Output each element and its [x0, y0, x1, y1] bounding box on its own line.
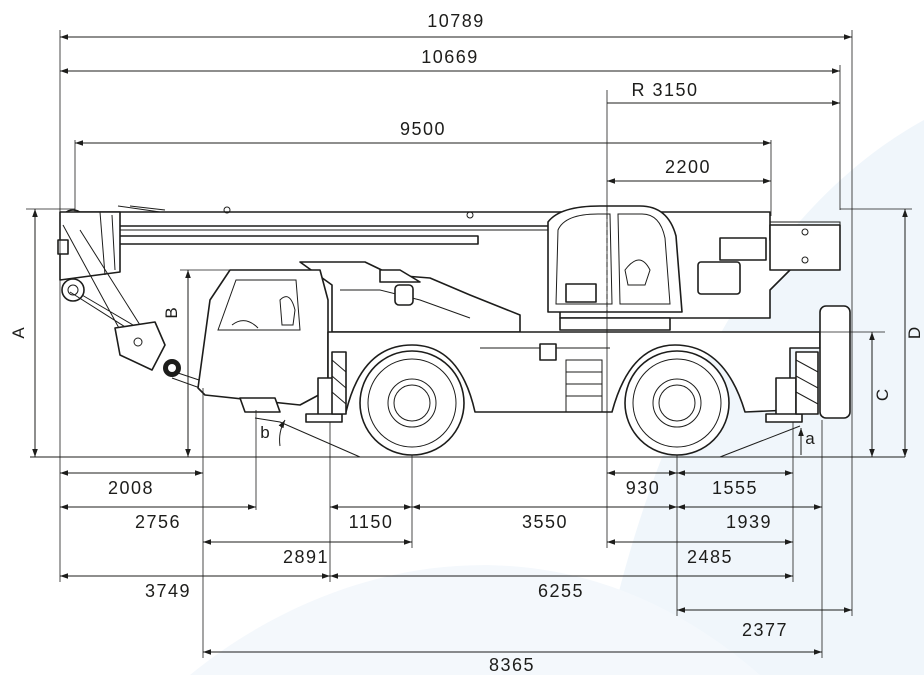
dim-3550: 3550 — [522, 512, 568, 532]
dim-1555: 1555 — [712, 478, 758, 498]
dim-1939: 1939 — [726, 512, 772, 532]
label-C: C — [873, 389, 892, 401]
label-a: a — [805, 429, 815, 448]
counterweight — [819, 305, 851, 419]
carrier-cab — [197, 269, 329, 413]
crane-drawing — [30, 205, 905, 458]
rear-wheel — [624, 350, 730, 456]
label-A: A — [9, 327, 28, 339]
label-B: B — [162, 307, 181, 318]
dim-930: 930 — [626, 478, 661, 498]
boom-head — [57, 209, 121, 302]
front-outrigger — [305, 351, 347, 423]
front-wheel — [359, 350, 465, 456]
dim-boom-length: 9500 — [400, 119, 446, 139]
label-D: D — [905, 327, 924, 339]
dim-overall-length: 10789 — [427, 11, 485, 31]
dim-1150: 1150 — [349, 512, 394, 532]
dim-2200: 2200 — [665, 157, 711, 177]
chassis — [327, 331, 821, 413]
operator-cab — [547, 205, 683, 313]
dim-10669: 10669 — [421, 47, 479, 67]
dimension-labels: 10789 10669 R 3150 9500 2200 2008 930 15… — [9, 11, 924, 675]
dim-2377: 2377 — [742, 620, 788, 640]
dim-tail-radius: R 3150 — [631, 80, 698, 100]
dimension-lines — [32, 34, 908, 655]
background-swoosh-2 — [190, 565, 760, 675]
hook-block — [62, 224, 206, 389]
dim-6255: 6255 — [538, 581, 584, 601]
front-approach-line — [254, 417, 361, 458]
boom — [69, 205, 576, 245]
dim-2756: 2756 — [135, 512, 181, 532]
dim-2008: 2008 — [108, 478, 154, 498]
dim-2891: 2891 — [283, 547, 329, 567]
rear-departure-line — [719, 425, 801, 458]
rear-outrigger — [765, 351, 819, 423]
dim-3749: 3749 — [145, 581, 191, 601]
label-b: b — [260, 423, 269, 442]
dim-2485: 2485 — [687, 547, 733, 567]
dim-8365: 8365 — [489, 655, 535, 675]
